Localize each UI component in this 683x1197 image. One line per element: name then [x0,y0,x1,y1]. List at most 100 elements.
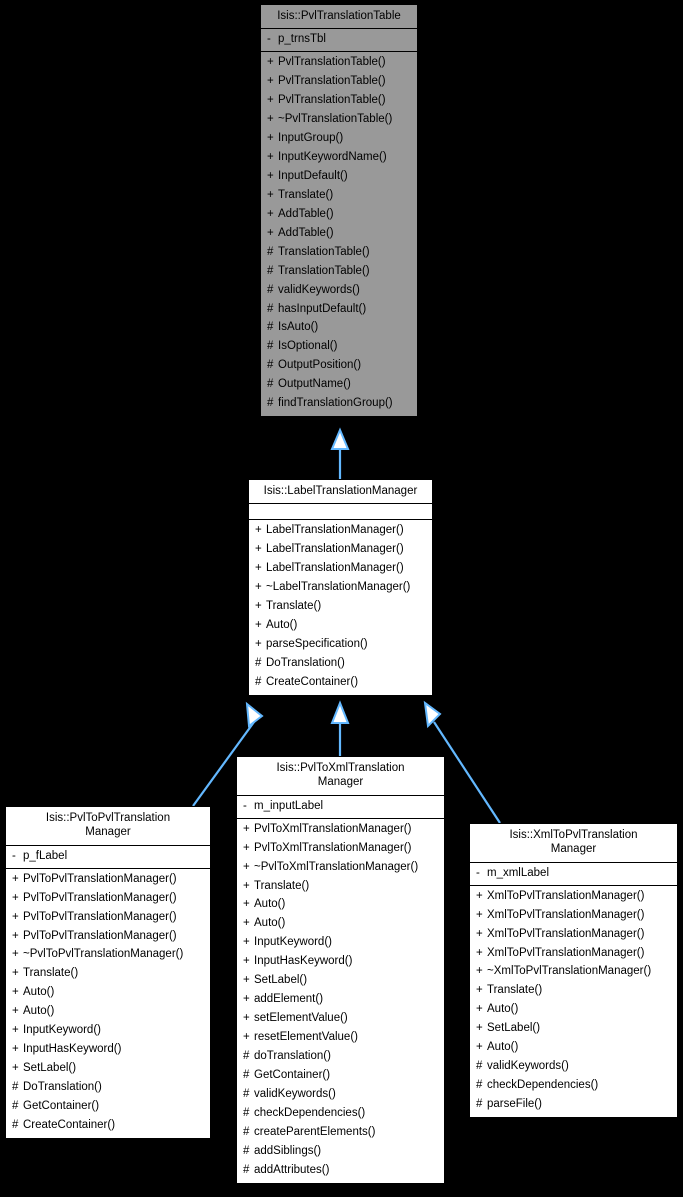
member-label: ~XmlToPvlTranslationManager() [487,965,652,978]
class-member: +Auto() [237,895,444,914]
member-label: addAttributes() [254,1163,330,1176]
member-visibility: + [12,929,19,942]
class-box-pvl-to-xml-translation-manager[interactable]: Isis::PvlToXmlTranslation Manager -m_inp… [236,756,445,1184]
member-label: LabelTranslationManager() [266,562,404,575]
member-visibility: + [243,917,250,930]
class-member: #addSiblings() [237,1142,444,1161]
member-visibility: + [267,132,274,145]
member-label: LabelTranslationManager() [266,543,404,556]
class-member: -p_trnsTbl [261,30,417,49]
attributes-compartment-pvl-translation-table: -p_trnsTbl [261,29,417,53]
inheritance-arrowhead-base [330,427,350,450]
member-visibility: + [267,188,274,201]
member-visibility: + [476,1041,483,1054]
class-member: #parseFile() [470,1095,677,1114]
member-label: InputKeywordName() [278,151,387,163]
member-visibility: # [267,321,274,334]
class-member: +Auto() [470,1000,677,1019]
class-member: #GetContainer() [237,1066,444,1085]
member-visibility: # [267,245,274,258]
class-member: +PvlTranslationTable() [261,72,417,91]
inheritance-arrowhead-xmlpvl [423,700,442,729]
member-visibility: + [476,908,483,921]
member-label: TranslationTable() [278,245,370,258]
member-visibility: + [255,581,262,594]
member-visibility: # [255,675,262,688]
inheritance-arrowhead-pvlpvl [245,701,264,728]
member-label: Auto() [254,898,286,911]
member-visibility: # [243,1106,250,1119]
class-member: #validKeywords() [470,1057,677,1076]
member-label: validKeywords() [254,1087,336,1100]
class-member: +~PvlToXmlTranslationManager() [237,858,444,877]
member-visibility: # [267,302,274,315]
member-visibility: + [255,638,262,650]
class-box-pvl-translation-table[interactable]: Isis::PvlTranslationTable -p_trnsTbl +Pv… [260,4,418,418]
member-label: Translate() [23,967,79,980]
member-visibility: # [267,264,274,277]
member-label: Auto() [254,917,286,930]
class-member: + PvlToXmlTranslationManager() [237,839,444,858]
class-member: +AddTable() [261,205,417,224]
member-label: ~PvlToXmlTranslationManager() [254,860,419,873]
member-label: DoTranslation() [266,656,345,669]
class-box-pvl-to-pvl-translation-manager[interactable]: Isis::PvlToPvlTranslation Manager -p_fLa… [5,806,211,1139]
member-visibility: - [267,33,271,46]
class-title-pvl-to-xml-translation-manager: Isis::PvlToXmlTranslation Manager [237,757,444,796]
member-visibility: + [476,984,483,997]
member-label: PvlToXmlTranslationManager() [254,841,412,854]
class-title-label-translation-manager: Isis::LabelTranslationManager [249,480,432,505]
class-member: +Translate() [249,597,432,616]
class-member: +PvlTranslationTable() [261,53,417,72]
class-member: #IsOptional() [261,337,417,356]
member-label: Auto() [23,1005,55,1018]
member-visibility: + [243,841,250,854]
member-label: findTranslationGroup() [278,397,393,410]
class-member: # IsAuto() [261,318,417,337]
class-member: #TranslationTable() [261,262,417,281]
class-member: #OutputPosition() [261,356,417,375]
attributes-compartment-xml-to-pvl-translation-manager: -m_xmlLabel [470,863,677,886]
member-label: DoTranslation() [23,1081,102,1093]
member-visibility: # [267,283,274,296]
class-member: #validKeywords() [261,281,417,300]
member-label: XmlToPvlTranslationManager() [487,889,645,902]
member-visibility: # [243,1068,250,1081]
member-visibility: + [267,56,274,69]
class-member: +SetLabel() [237,971,444,990]
member-label: PvlToXmlTranslationManager() [254,822,412,835]
member-visibility: + [12,1043,19,1056]
member-label: m_inputLabel [254,799,324,812]
member-label: CreateContainer() [23,1118,116,1131]
member-visibility: + [476,927,483,940]
class-title-xml-to-pvl-translation-manager: Isis::XmlToPvlTranslation Manager [470,824,677,863]
class-member: # CreateContainer() [6,1116,210,1135]
member-label: ~PvlTranslationTable() [278,113,393,126]
class-member: +Auto() [6,983,210,1002]
class-member: +InputKeyword() [6,1021,210,1040]
member-visibility: # [243,1144,250,1157]
member-visibility: + [267,207,274,220]
member-label: PvlToPvlTranslationManager() [23,910,177,923]
member-label: InputDefault() [278,169,348,182]
class-member: #doTranslation() [237,1047,444,1066]
member-visibility: # [267,340,274,353]
operations-compartment-xml-to-pvl-translation-manager: +XmlToPvlTranslationManager()+XmlToPvlTr… [470,886,677,1117]
class-member: +XmlToPvlTranslationManager() [470,906,677,925]
class-member: + ~LabelTranslationManager() [249,578,432,597]
member-visibility: - [476,866,480,879]
member-label: IsAuto() [278,321,319,334]
member-visibility: + [243,936,250,949]
class-box-label-translation-manager[interactable]: Isis::LabelTranslationManager +LabelTran… [248,479,433,696]
member-label: PvlToPvlTranslationManager() [23,891,177,904]
class-title-pvl-translation-table: Isis::PvlTranslationTable [261,5,417,30]
member-label: ~LabelTranslationManager() [266,581,411,594]
member-label: checkDependencies() [254,1106,366,1119]
member-visibility: - [12,849,16,862]
member-visibility: # [12,1118,19,1131]
class-member: +LabelTranslationManager() [249,521,432,540]
member-label: XmlToPvlTranslationManager() [487,927,645,940]
member-label: p_trnsTbl [278,33,326,46]
class-box-xml-to-pvl-translation-manager[interactable]: Isis::XmlToPvlTranslation Manager -m_xml… [469,823,678,1118]
